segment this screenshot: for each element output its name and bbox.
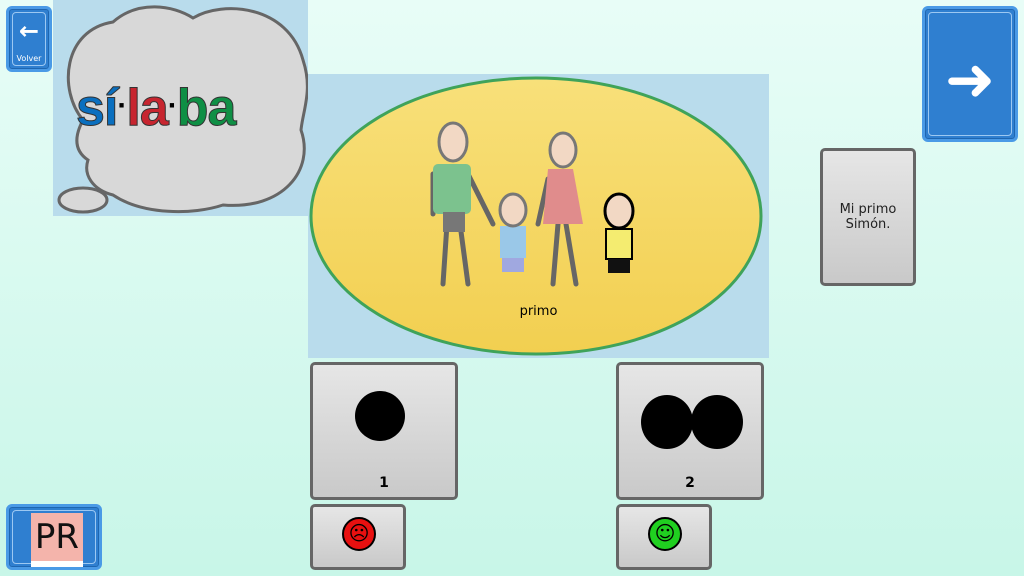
syllable-bubble [53,0,309,216]
arrow-left-icon: ← [18,17,40,45]
thought-bubble-icon [57,5,309,214]
family-illustration-icon [309,76,763,356]
syllable-3: ba [176,79,237,138]
option-one-syllable[interactable]: 1 [310,362,458,500]
happy-face-icon: ☺ [648,517,682,551]
option-label: 2 [685,475,695,491]
syllable-word: sí·la·ba [75,78,237,138]
dot-icon [355,391,405,441]
feedback-sad-button[interactable]: ☹ [310,504,406,570]
separator: · [117,89,127,122]
back-button[interactable]: ← Volver [6,6,52,72]
next-button[interactable]: ➜ [922,6,1018,142]
syllable-1: sí [75,79,118,138]
option-label: 1 [379,475,389,491]
scene-caption: primo [519,304,558,319]
dot-icon [691,395,743,449]
arrow-right-icon: ➜ [944,45,996,115]
profile-button[interactable]: PR [6,504,102,570]
option-two-syllables[interactable]: 2 [616,362,764,500]
sad-face-icon: ☹ [342,517,376,551]
profile-avatar: PR [31,513,83,567]
picture-card[interactable]: primo [308,74,769,358]
dot-icon [641,395,693,449]
phrase-text: Mi primo Simón. [839,202,897,232]
feedback-happy-button[interactable]: ☺ [616,504,712,570]
syllable-2: la [126,79,169,138]
separator: · [167,89,178,122]
back-label: Volver [16,54,42,63]
phrase-card[interactable]: Mi primo Simón. [820,148,916,286]
